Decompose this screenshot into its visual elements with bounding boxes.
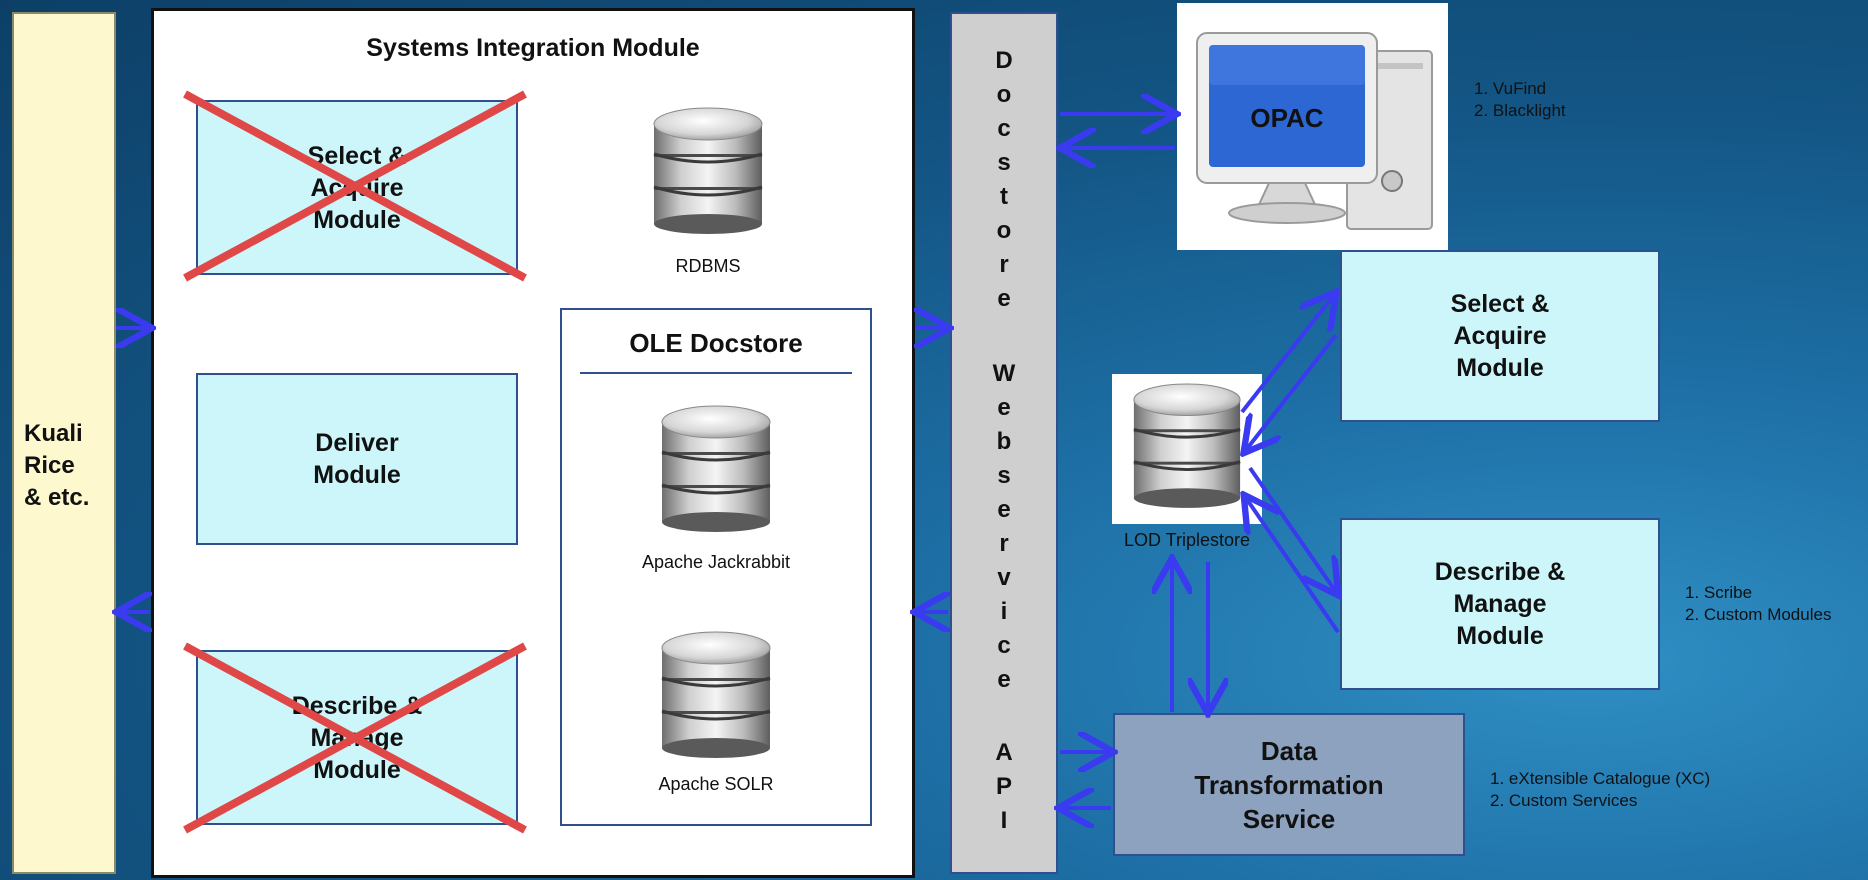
lod-triplestore-label: LOD Triplestore <box>1123 530 1251 550</box>
opac-label: OPAC <box>1250 103 1324 133</box>
right-select-acquire-label: Select & Acquire Module <box>1450 290 1550 382</box>
data-transformation-service-label: Data Transformation Service <box>1194 735 1384 834</box>
sim-deliver-label: Deliver Module <box>313 429 401 489</box>
api-api-text: A P I <box>995 739 1013 834</box>
arrow-icon <box>1246 333 1338 450</box>
opac-notes: 1. VuFind 2. Blacklight <box>1474 79 1566 120</box>
right-select-acquire-module: Select & Acquire Module <box>1340 250 1660 422</box>
solr-label: Apache SOLR <box>658 774 774 794</box>
arrow-icon <box>1246 498 1340 634</box>
ole-docstore-divider <box>580 372 852 374</box>
computer-icon <box>1196 32 1433 230</box>
kuali-rice-panel <box>12 12 116 874</box>
describe-manage-notes: 1. Scribe 2. Custom Modules <box>1685 583 1832 624</box>
docstore-webservice-api-bar <box>950 12 1058 874</box>
api-webservice-text: W e b s e r v i c e <box>992 360 1016 693</box>
ole-docstore-title: OLE Docstore <box>629 328 803 358</box>
right-describe-manage-module: Describe & Manage Module <box>1340 518 1660 690</box>
arrow-icon <box>1248 466 1336 592</box>
sim-deliver-module: Deliver Module <box>196 373 518 545</box>
systems-integration-module-title: Systems Integration Module <box>366 34 700 62</box>
kuali-rice-label: Kuali Rice & etc. <box>24 420 90 511</box>
api-docstore-text: D o c s t o r e <box>995 47 1013 312</box>
arrow-icon <box>1240 295 1334 414</box>
right-describe-manage-label: Describe & Manage Module <box>1434 558 1566 650</box>
rdbms-label: RDBMS <box>675 256 741 276</box>
jackrabbit-label: Apache Jackrabbit <box>641 552 791 572</box>
data-transformation-notes: 1. eXtensible Catalogue (XC) 2. Custom S… <box>1490 769 1711 810</box>
data-transformation-service-box: Data Transformation Service <box>1113 713 1465 856</box>
